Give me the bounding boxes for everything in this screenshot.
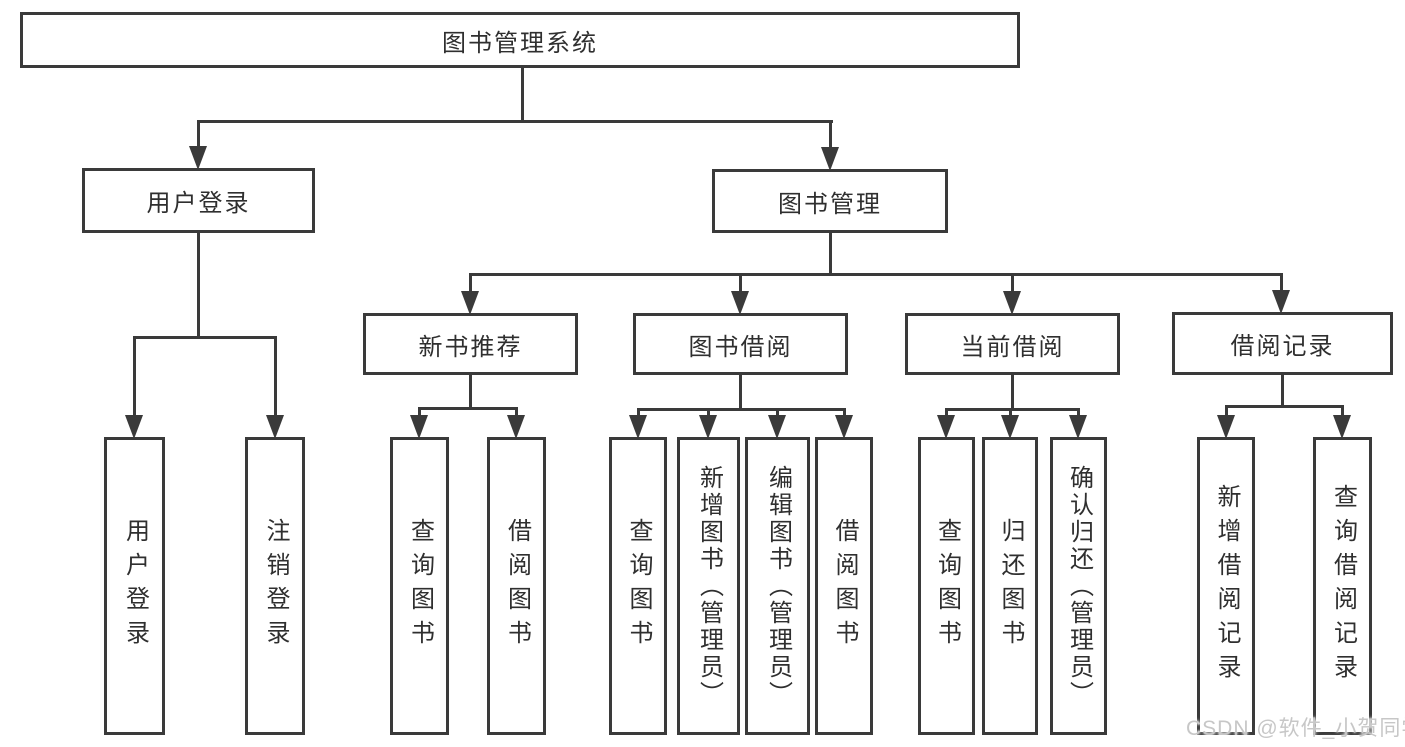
connector-line [418,407,518,410]
watermark: CSDN @软件_小贺同学 [1186,717,1405,740]
arrowhead-icon [266,415,284,439]
leaf-edit-book-admin: 编辑图书（管理员） [745,437,810,735]
arrowhead-icon [189,146,207,170]
arrowhead-icon [835,415,853,439]
node-label: 查询图书 [625,518,652,654]
leaf-borrow-books-borrow: 借阅图书 [815,437,873,735]
connector-line [637,408,640,418]
arrowhead-icon [937,415,955,439]
node-label: 借阅图书 [503,518,531,654]
connector-line [1077,408,1080,418]
leaf-confirm-return-admin: 确认归还（管理员） [1050,437,1107,735]
leaf-query-books-newrec: 查询图书 [390,437,449,735]
node-label: 查询图书 [406,518,434,654]
connector-line [829,232,832,275]
node-label: 归还图书 [997,518,1024,654]
node-label: 用户登录 [146,190,251,217]
arrowhead-icon [699,415,717,439]
arrowhead-icon [410,415,428,439]
leaf-query-books-current: 查询图书 [918,437,975,735]
node-label: 新书推荐 [418,333,523,361]
arrowhead-icon [731,291,749,315]
node-user-login: 用户登录 [82,168,315,233]
connector-line [776,408,779,418]
leaf-query-borrow-record: 查询借阅记录 [1313,437,1372,735]
connector-line [1225,405,1344,408]
connector-line [829,120,832,149]
connector-line [945,408,948,418]
connector-line [1281,375,1284,407]
node-current-borrowing: 当前借阅 [905,313,1120,375]
connector-line [197,120,200,148]
connector-line [469,273,472,295]
connector-line [133,336,277,339]
arrowhead-icon [507,415,525,439]
arrowhead-icon [1001,415,1019,439]
arrowhead-icon [1217,415,1235,439]
arrowhead-icon [125,415,143,439]
node-label: 查询图书 [933,518,961,654]
connector-line [133,336,136,418]
connector-line [274,336,277,418]
connector-line [843,408,846,418]
node-label: 查询借阅记录 [1329,484,1357,688]
connector-line [197,232,200,338]
arrowhead-icon [768,415,786,439]
connector-line [515,407,518,418]
node-label: 图书管理系统 [442,29,598,57]
arrowhead-icon [821,147,839,171]
connector-line [1011,273,1014,295]
connector-line [1011,375,1014,410]
node-label: 编辑图书（管理员） [764,464,792,708]
node-label: 图书管理 [778,190,882,218]
arrowhead-icon [1333,415,1351,439]
node-label: 借阅图书 [831,518,858,654]
node-new-book-recommend: 新书推荐 [363,313,578,375]
leaf-user-login: 用户登录 [104,437,165,735]
leaf-query-books-borrow: 查询图书 [609,437,667,735]
connector-line [1225,405,1228,418]
node-label: 新增借阅记录 [1213,484,1240,688]
connector-line [637,408,846,411]
leaf-add-borrow-record: 新增借阅记录 [1197,437,1255,735]
arrowhead-icon [461,291,479,315]
connector-line [945,408,1080,411]
node-label: 注销登录 [262,518,289,654]
arrowhead-icon [629,415,647,439]
leaf-logout: 注销登录 [245,437,305,735]
connector-line [1341,405,1344,418]
connector-line [739,375,742,410]
node-label: 借阅记录 [1230,333,1335,360]
node-label: 用户登录 [121,518,149,654]
connector-line [739,273,742,295]
node-borrowing-records: 借阅记录 [1172,312,1393,375]
node-book-borrowing: 图书借阅 [633,313,848,375]
node-label: 当前借阅 [960,333,1065,361]
connector-line [469,273,1283,276]
node-label: 新增图书（管理员） [695,464,723,708]
connector-line [1009,408,1012,418]
arrowhead-icon [1272,290,1290,314]
connector-line [418,407,421,418]
node-label: 图书借阅 [688,333,793,361]
connector-line [707,408,710,418]
connector-line [1280,273,1283,294]
node-book-management: 图书管理 [712,169,948,233]
arrowhead-icon [1003,291,1021,315]
node-label: 确认归还（管理员） [1065,464,1093,708]
leaf-borrow-books-newrec: 借阅图书 [487,437,546,735]
node-library-system: 图书管理系统 [20,12,1020,68]
connector-line [521,67,524,123]
connector-line [469,375,472,409]
leaf-return-books: 归还图书 [982,437,1038,735]
leaf-add-book-admin: 新增图书（管理员） [677,437,740,735]
connector-line [197,120,833,123]
arrowhead-icon [1069,415,1087,439]
